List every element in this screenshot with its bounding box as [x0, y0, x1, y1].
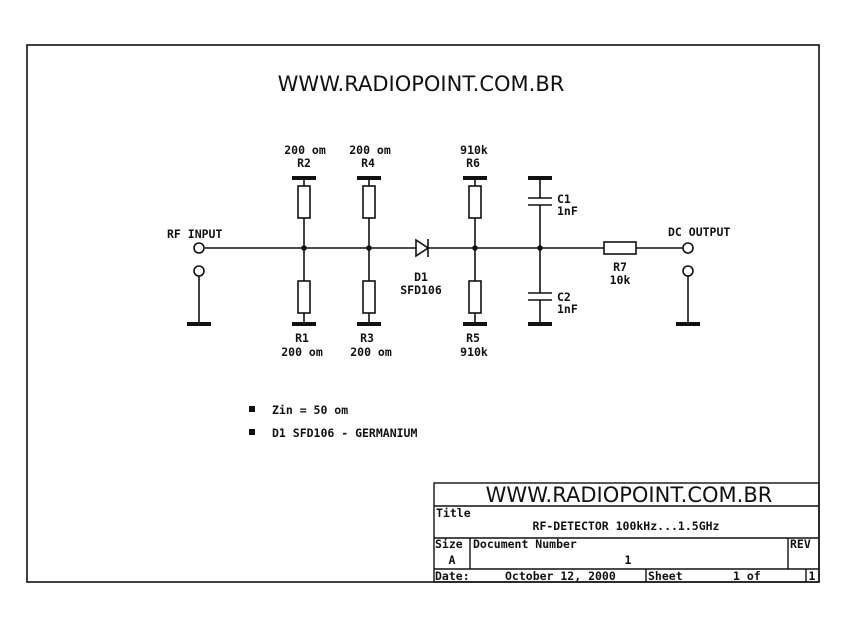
date-label: Date: — [435, 569, 470, 583]
junction-dot — [301, 245, 307, 251]
note-diode: D1 SFD106 - GERMANIUM — [272, 426, 417, 440]
dc-output-label: DC OUTPUT — [668, 225, 730, 239]
r2-ref: R2 — [297, 156, 311, 170]
size-value: A — [449, 553, 456, 567]
document-number-value: 1 — [625, 553, 632, 567]
r3-value: 200 om — [350, 345, 392, 359]
junction-dot — [472, 245, 478, 251]
date-value: October 12, 2000 — [505, 569, 616, 583]
dc-output-terminal — [676, 242, 700, 326]
r5-value: 910k — [460, 345, 488, 359]
capacitor-c2 — [528, 248, 552, 326]
r5-ref: R5 — [466, 331, 480, 345]
sheet-label: Sheet — [648, 569, 683, 583]
size-label: Size — [435, 537, 463, 551]
junction-dot — [537, 245, 543, 251]
note-bullet — [249, 406, 255, 412]
resistor-r4 — [357, 176, 381, 248]
r1-value: 200 om — [281, 345, 323, 359]
r6-ref: R6 — [466, 156, 480, 170]
drawing-title: RF-DETECTOR 100kHz...1.5GHz — [533, 519, 720, 533]
d1-ref: D1 — [414, 270, 428, 284]
note-bullet — [249, 429, 255, 435]
note-zin: Zin = 50 om — [272, 403, 348, 417]
rev-label: REV — [790, 537, 811, 551]
document-number-label: Document Number — [473, 537, 577, 551]
drawing-border — [26, 44, 820, 583]
c1-ref: C1 — [557, 192, 571, 206]
r7-ref: R7 — [613, 260, 627, 274]
resistor-r7 — [603, 241, 637, 255]
resistor-r2 — [292, 176, 316, 248]
r3-ref: R3 — [360, 331, 374, 345]
resistor-r5 — [463, 248, 487, 326]
diode-d1 — [415, 238, 430, 258]
title-block-url: WWW.RADIOPOINT.COM.BR — [486, 483, 773, 507]
title-block — [433, 482, 820, 583]
r4-value: 200 om — [349, 143, 391, 157]
r2-value: 200 om — [284, 143, 326, 157]
c2-ref: C2 — [557, 290, 571, 304]
resistor-r1 — [292, 248, 316, 326]
r7-value: 10k — [610, 273, 631, 287]
d1-value: SFD106 — [400, 283, 442, 297]
resistor-r6 — [463, 176, 487, 248]
r1-ref: R1 — [295, 331, 309, 345]
sheet-number: 1 of — [733, 569, 761, 583]
c1-value: 1nF — [557, 204, 578, 218]
sheet-total: 1 — [809, 569, 816, 583]
junction-dot — [366, 245, 372, 251]
r4-ref: R4 — [361, 156, 375, 170]
c2-value: 1nF — [557, 302, 578, 316]
header-url: WWW.RADIOPOINT.COM.BR — [278, 72, 565, 96]
capacitor-c1 — [528, 176, 552, 248]
resistor-r3 — [357, 248, 381, 326]
title-label: Title — [436, 506, 471, 520]
r6-value: 910k — [460, 143, 488, 157]
rf-input-label: RF INPUT — [167, 227, 222, 241]
rf-input-terminal — [187, 242, 211, 326]
